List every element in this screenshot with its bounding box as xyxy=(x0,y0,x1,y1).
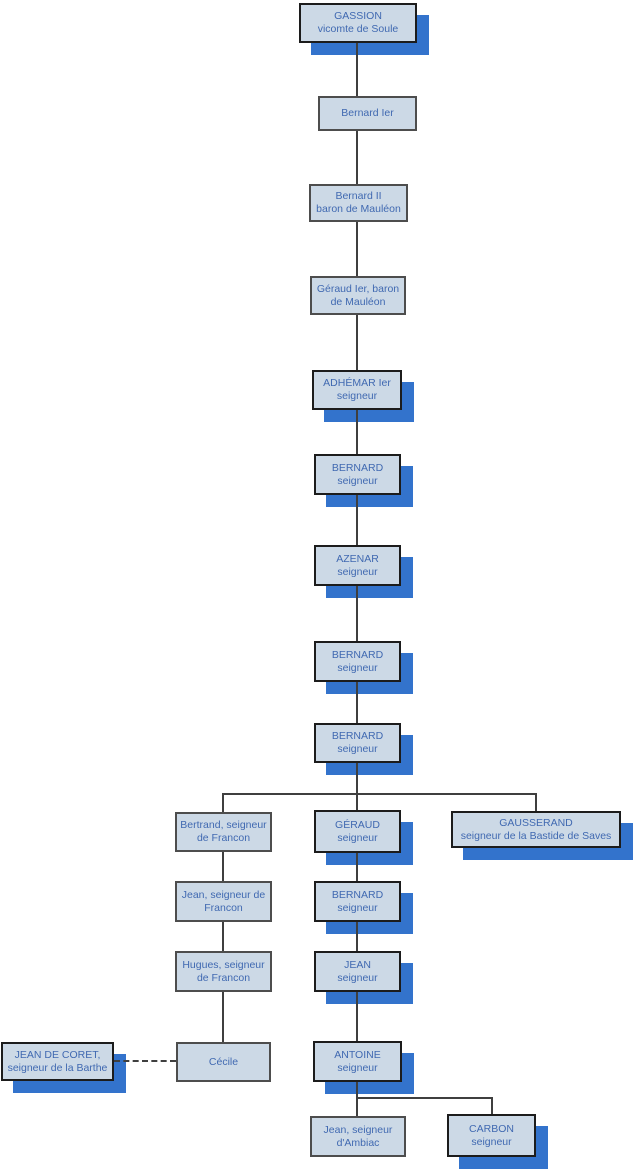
connector xyxy=(222,922,224,951)
node-label: ANTOINE xyxy=(334,1048,381,1061)
node-geraud-ier: Géraud Ier, baron de Mauléon xyxy=(310,276,406,315)
connector xyxy=(356,495,358,545)
node-bernard-ii: Bernard II baron de Mauléon xyxy=(309,184,408,222)
node-label: Cécile xyxy=(208,1055,239,1068)
connector xyxy=(535,795,537,811)
node-jean-seigneur: JEAN seigneur xyxy=(314,951,401,992)
node-label: vicomte de Soule xyxy=(317,23,399,35)
marriage-connector-dashed xyxy=(114,1060,176,1062)
node-jean-francon: Jean, seigneur de Francon xyxy=(175,881,272,922)
node-label: baron de Mauléon xyxy=(316,203,401,215)
node-label: seigneur xyxy=(471,1135,512,1148)
node-adhemar: ADHÉMAR Ier seigneur xyxy=(312,370,402,410)
node-bernard-ier: Bernard Ier xyxy=(318,96,417,131)
connector xyxy=(356,43,358,96)
node-label: seigneur xyxy=(337,971,378,984)
node-label: Hugues, seigneur xyxy=(182,958,265,971)
node-label: seigneur xyxy=(337,743,378,755)
node-cecile: Cécile xyxy=(176,1042,271,1082)
node-label: seigneur xyxy=(337,831,378,844)
node-gausserand: GAUSSERAND seigneur de la Bastide de Sav… xyxy=(451,811,621,848)
node-jean-ambiac: Jean, seigneur d'Ambiac xyxy=(310,1116,406,1157)
node-label: seigneur xyxy=(337,565,378,578)
node-label: Francon xyxy=(204,901,243,914)
node-label: Bertrand, seigneur xyxy=(180,819,267,831)
node-geraud: GÉRAUD seigneur xyxy=(314,810,401,853)
node-label: seigneur xyxy=(337,901,378,914)
node-carbon: CARBON seigneur xyxy=(447,1114,536,1157)
node-label: Jean, seigneur xyxy=(323,1123,393,1136)
node-label: d'Ambiac xyxy=(336,1136,380,1149)
connector xyxy=(356,315,358,370)
node-label: seigneur xyxy=(337,661,378,674)
node-bernard-seigneur-1: BERNARD seigneur xyxy=(314,454,401,495)
node-label: de Francon xyxy=(196,832,251,844)
node-label: BERNARD xyxy=(331,461,384,474)
connector xyxy=(356,222,358,276)
node-label: Bernard Ier xyxy=(341,107,394,119)
node-bernard-seigneur-4: BERNARD seigneur xyxy=(314,881,401,922)
node-label: BERNARD xyxy=(331,730,384,742)
node-bertrand: Bertrand, seigneur de Francon xyxy=(175,812,272,852)
connector xyxy=(356,853,358,881)
connector xyxy=(356,992,358,1041)
connector xyxy=(222,852,224,881)
connector-branch-bar xyxy=(222,793,537,795)
connector xyxy=(356,586,358,641)
node-label: seigneur de la Barthe xyxy=(7,1061,108,1074)
node-label: JEAN DE CORET, xyxy=(14,1048,101,1061)
node-bernard-seigneur-2: BERNARD seigneur xyxy=(314,641,401,682)
node-label: de Francon xyxy=(196,971,251,984)
node-label: AZENAR xyxy=(336,552,379,565)
connector xyxy=(222,795,224,812)
connector-branch-bar xyxy=(356,1097,493,1099)
node-label: JEAN xyxy=(344,958,371,971)
node-bernard-seigneur-3: BERNARD seigneur xyxy=(314,723,401,763)
node-antoine: ANTOINE seigneur xyxy=(313,1041,402,1082)
node-azenar: AZENAR seigneur xyxy=(314,545,401,586)
node-label: GÉRAUD xyxy=(335,818,380,831)
connector xyxy=(356,795,358,810)
connector xyxy=(356,1099,358,1116)
node-label: seigneur de la Bastide de Saves xyxy=(460,829,612,842)
node-label: seigneur xyxy=(337,474,378,487)
connector xyxy=(356,131,358,184)
node-hugues: Hugues, seigneur de Francon xyxy=(175,951,272,992)
node-label: GAUSSERAND xyxy=(499,816,573,829)
node-gassion: GASSION vicomte de Soule xyxy=(299,3,417,43)
node-jean-de-coret: JEAN DE CORET, seigneur de la Barthe xyxy=(1,1042,114,1081)
connector xyxy=(222,992,224,1042)
node-label: BERNARD xyxy=(331,888,384,901)
node-label: Géraud Ier, baron xyxy=(316,282,400,295)
node-label: seigneur xyxy=(337,1061,378,1074)
node-label: Jean, seigneur de xyxy=(181,888,266,901)
node-label: Bernard II xyxy=(335,190,382,202)
connector xyxy=(356,1082,358,1097)
node-label: de Mauléon xyxy=(330,295,386,308)
node-label: BERNARD xyxy=(331,648,384,661)
connector xyxy=(356,410,358,454)
connector xyxy=(356,922,358,951)
connector xyxy=(356,763,358,795)
node-label: seigneur xyxy=(336,390,378,402)
node-label: ADHÉMAR Ier xyxy=(323,377,391,389)
node-label: CARBON xyxy=(469,1122,514,1135)
connector xyxy=(356,682,358,723)
connector xyxy=(491,1099,493,1114)
node-label: GASSION xyxy=(334,10,382,22)
